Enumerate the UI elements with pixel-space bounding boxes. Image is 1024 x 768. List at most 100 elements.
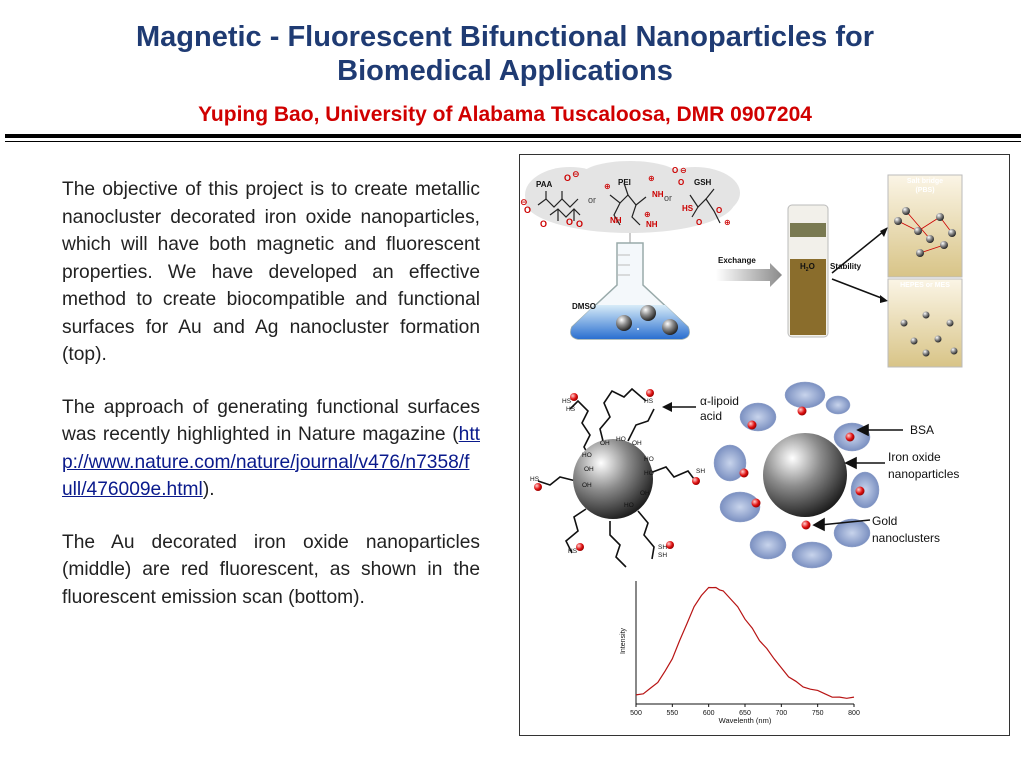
- vial-pbs-label-a: Salt bridge: [907, 178, 943, 185]
- svg-text:NH: NH: [646, 220, 658, 229]
- emission-chart: Intensity Wavelenth (nm) 500 550 600 650 700…: [620, 581, 860, 725]
- bsa-iron-core: [763, 433, 847, 517]
- svg-text:O: O: [564, 173, 571, 183]
- iron-oxide-label-a: Iron oxide: [888, 450, 941, 464]
- svg-text:HO: HO: [582, 452, 592, 459]
- svg-text:NH: NH: [610, 216, 622, 225]
- svg-text:O: O: [524, 205, 531, 215]
- paragraph-approach: The approach of generating functional su…: [62, 394, 480, 504]
- svg-text:NH: NH: [652, 190, 664, 199]
- svg-text:O: O: [540, 219, 547, 229]
- x-tick-label: 500: [630, 710, 642, 717]
- svg-text:OH: OH: [582, 482, 592, 489]
- lipoid-label-group: α-lipoid acid: [662, 394, 739, 423]
- or-label-1: or: [588, 195, 596, 205]
- x-tick-label: 550: [666, 710, 678, 717]
- svg-text:HS: HS: [644, 398, 654, 405]
- svg-text:HS: HS: [568, 548, 578, 555]
- lipoid-label-b: acid: [700, 409, 722, 423]
- dmso-flask: DMSO: [570, 242, 690, 340]
- gold-label-a: Gold: [872, 514, 897, 528]
- iron-oxide-label-b: nanoparticles: [888, 467, 959, 481]
- exchange-arrow: Exchange: [716, 256, 782, 287]
- svg-text:⊖: ⊖: [520, 197, 528, 207]
- svg-text:⊕: ⊕: [644, 210, 651, 219]
- gold-label-b: nanoclusters: [872, 531, 940, 545]
- svg-text:O: O: [672, 166, 678, 175]
- lipoid-particle: HS HS HS SH SH SH HS HS OH OH OH OH HO H…: [530, 387, 705, 568]
- ligand-pei-label: PEI: [618, 178, 631, 187]
- dmso-label: DMSO: [572, 302, 596, 311]
- svg-text:HO: HO: [644, 470, 654, 477]
- svg-text:⊕: ⊕: [724, 218, 731, 227]
- vial-pbs-label-b: (PBS): [915, 187, 934, 194]
- ligand-gsh-label: GSH: [694, 178, 712, 187]
- svg-text:HS: HS: [530, 476, 540, 483]
- svg-text:HS: HS: [682, 204, 694, 213]
- nature-article-link[interactable]: http://www.nature.com/nature/journal/v47…: [62, 424, 480, 500]
- svg-text:O: O: [566, 217, 573, 227]
- svg-text:HO: HO: [624, 502, 634, 509]
- paragraph-approach-suffix: ).: [202, 479, 215, 500]
- svg-text:OH: OH: [640, 490, 650, 497]
- svg-text:SH: SH: [658, 544, 667, 551]
- svg-text:HO: HO: [616, 436, 626, 443]
- svg-text:O: O: [696, 218, 702, 227]
- svg-text:⊕: ⊕: [604, 182, 611, 191]
- header-rule-thin: [5, 141, 1021, 142]
- vial-pbs: Salt bridge (PBS): [887, 174, 963, 278]
- svg-text:HO: HO: [644, 456, 654, 463]
- svg-text:HS: HS: [566, 406, 576, 413]
- water-label: H2O: [800, 262, 815, 273]
- gold-nanoclusters: [739, 406, 865, 530]
- svg-text:SH: SH: [696, 468, 705, 475]
- x-tick-label: 800: [848, 710, 860, 717]
- bsa-label: BSA: [910, 423, 934, 437]
- header-rule-thick: [5, 134, 1021, 138]
- svg-text:⊖: ⊖: [572, 169, 580, 179]
- paa-structure: [537, 191, 581, 221]
- svg-text:OH: OH: [632, 440, 642, 447]
- x-tick-label: 700: [775, 710, 787, 717]
- svg-text:SH: SH: [658, 552, 667, 559]
- lipoid-iron-core: [573, 439, 653, 519]
- bsa-particle: BSA Iron oxide nanoparticles Gold nanocl…: [713, 381, 959, 569]
- slide-subtitle: Yuping Bao, University of Alabama Tuscal…: [198, 103, 812, 126]
- stability-label: Stability: [830, 262, 862, 271]
- or-label-2: or: [664, 193, 672, 203]
- stability-arrows: Stability: [830, 227, 888, 303]
- svg-text:O: O: [678, 178, 684, 187]
- lipoid-label-a: α-lipoid: [700, 394, 739, 408]
- ligand-paa-label: PAA: [536, 180, 553, 189]
- svg-text:OH: OH: [584, 466, 594, 473]
- svg-text:OH: OH: [600, 440, 610, 447]
- water-vial: H2O: [787, 204, 829, 338]
- exchange-label: Exchange: [718, 256, 756, 265]
- vial-hepes-label: HEPES or MES: [900, 282, 950, 289]
- x-tick-label: 600: [703, 710, 715, 717]
- vial-hepes: HEPES or MES: [887, 278, 963, 368]
- title-line-1: Magnetic - Fluorescent Bifunctional Nano…: [136, 21, 874, 53]
- svg-text:HS: HS: [562, 398, 572, 405]
- svg-text:O: O: [716, 206, 722, 215]
- pei-structure: [609, 182, 647, 226]
- emission-line: [635, 586, 855, 699]
- paragraph-approach-text: The approach of generating functional su…: [62, 396, 480, 446]
- paragraph-objective: The objective of this project is to crea…: [62, 179, 480, 365]
- svg-text:⊕: ⊕: [648, 174, 655, 183]
- title-line-2: Biomedical Applications: [337, 55, 673, 87]
- gsh-structure: [689, 188, 721, 224]
- x-tick-label: 750: [812, 710, 824, 717]
- paragraph-results: The Au decorated iron oxide nanoparticle…: [62, 531, 480, 608]
- svg-text:O: O: [576, 219, 583, 229]
- y-axis-label: Intensity: [620, 627, 627, 654]
- x-axis-label: Wavelenth (nm): [719, 716, 772, 725]
- slide-title: Magnetic - Fluorescent Bifunctional Nano…: [0, 20, 1010, 88]
- bsa-proteins: [713, 381, 880, 569]
- body-text: The objective of this project is to crea…: [62, 176, 480, 636]
- svg-text:⊖: ⊖: [680, 166, 687, 175]
- x-tick-label: 650: [739, 710, 751, 717]
